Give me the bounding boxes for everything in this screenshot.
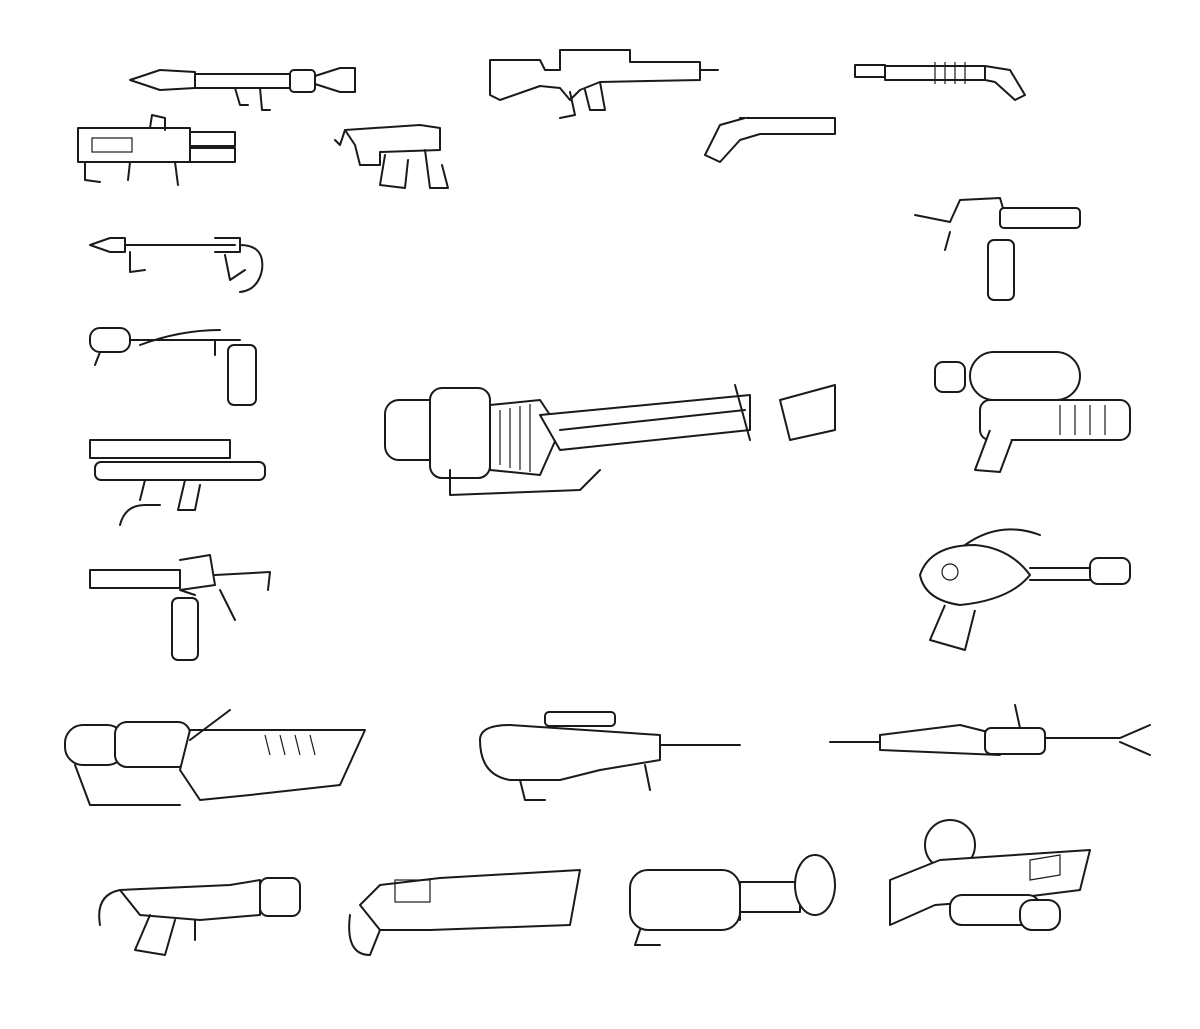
flame-sprayer-sketch <box>89 327 257 406</box>
water-blaster-sketch <box>934 351 1131 473</box>
long-rifle-sketch <box>829 704 1151 756</box>
sawed-off-shotgun-sketch <box>704 117 836 163</box>
assault-rifle-sketch <box>489 49 719 119</box>
pipe-launcher-sketch <box>89 439 266 526</box>
tank-blaster-sketch <box>889 819 1091 931</box>
heavy-cannon-sketch <box>384 384 836 496</box>
plasma-blaster-sketch <box>64 709 366 806</box>
canister-rifle-right-sketch <box>914 197 1081 301</box>
grenade-launcher-sketch <box>77 114 236 186</box>
flamethrower-sketch <box>89 237 264 293</box>
rocket-launcher-sketch <box>129 67 356 111</box>
bullpup-rifle-sketch <box>479 711 741 801</box>
canister-rifle-sketch <box>89 554 271 661</box>
smg-sketch <box>334 124 449 189</box>
ray-gun-sketch <box>919 528 1131 651</box>
pump-shotgun-sketch <box>854 62 1026 101</box>
hook-blaster-sketch <box>98 877 301 956</box>
energy-rifle-sketch <box>348 869 581 956</box>
drum-cannon-sketch <box>629 854 836 946</box>
